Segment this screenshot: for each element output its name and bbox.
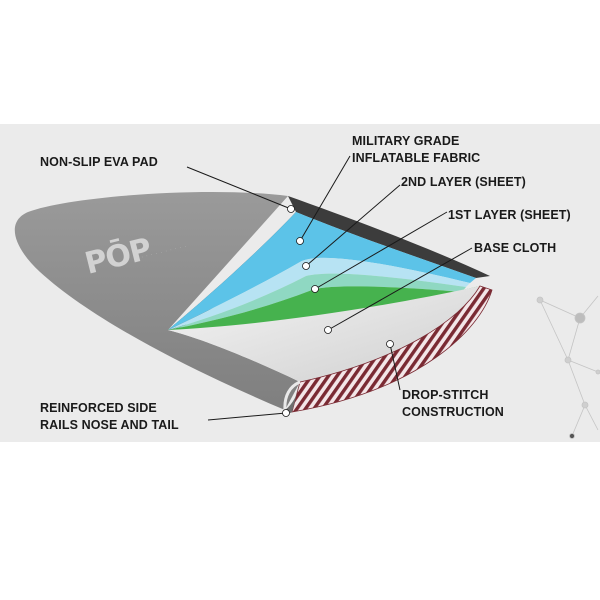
marker-rails (282, 409, 290, 417)
label-rails-line2: RAILS NOSE AND TAIL (40, 418, 179, 432)
marker-drop-stitch (386, 340, 394, 348)
inflatable-fabric-layer (168, 212, 476, 330)
label-rails: REINFORCED SIDE RAILS NOSE AND TAIL (40, 400, 179, 434)
marker-base-cloth (324, 326, 332, 334)
label-base-cloth-text: BASE CLOTH (474, 241, 557, 255)
layer-two-sheet (168, 257, 470, 330)
label-layer2-text: 2ND LAYER (SHEET) (401, 175, 526, 189)
base-cloth-layer (168, 286, 480, 330)
label-dropstitch-line1: DROP-STITCH (402, 388, 489, 402)
marker-fabric (296, 237, 304, 245)
label-fabric-line2: INFLATABLE FABRIC (352, 151, 481, 165)
label-layer-one: 1ST LAYER (SHEET) (448, 207, 571, 224)
label-layer-two: 2ND LAYER (SHEET) (401, 174, 526, 191)
label-fabric-line1: MILITARY GRADE (352, 134, 460, 148)
marker-dots (282, 205, 394, 417)
marker-eva-pad (287, 205, 295, 213)
board-shell (14, 191, 300, 410)
label-rails-line1: REINFORCED SIDE (40, 401, 157, 415)
label-eva-pad: NON-SLIP EVA PAD (40, 154, 158, 171)
label-dropstitch-line2: CONSTRUCTION (402, 405, 504, 419)
label-base-cloth: BASE CLOTH (474, 240, 556, 257)
network-decoration (536, 295, 600, 439)
eva-pad-layer (288, 196, 490, 278)
leader-lines (186, 155, 473, 421)
label-eva-pad-text: NON-SLIP EVA PAD (40, 155, 158, 169)
drop-stitch-core (291, 285, 493, 413)
inner-base-surface (168, 286, 480, 382)
label-layer1-text: 1ST LAYER (SHEET) (448, 208, 571, 222)
label-drop-stitch: DROP-STITCH CONSTRUCTION (402, 387, 504, 421)
label-inflatable-fabric: MILITARY GRADE INFLATABLE FABRIC (352, 133, 480, 167)
layer-one-sheet (168, 273, 466, 330)
marker-layer2 (302, 262, 310, 270)
marker-layer1 (311, 285, 319, 293)
